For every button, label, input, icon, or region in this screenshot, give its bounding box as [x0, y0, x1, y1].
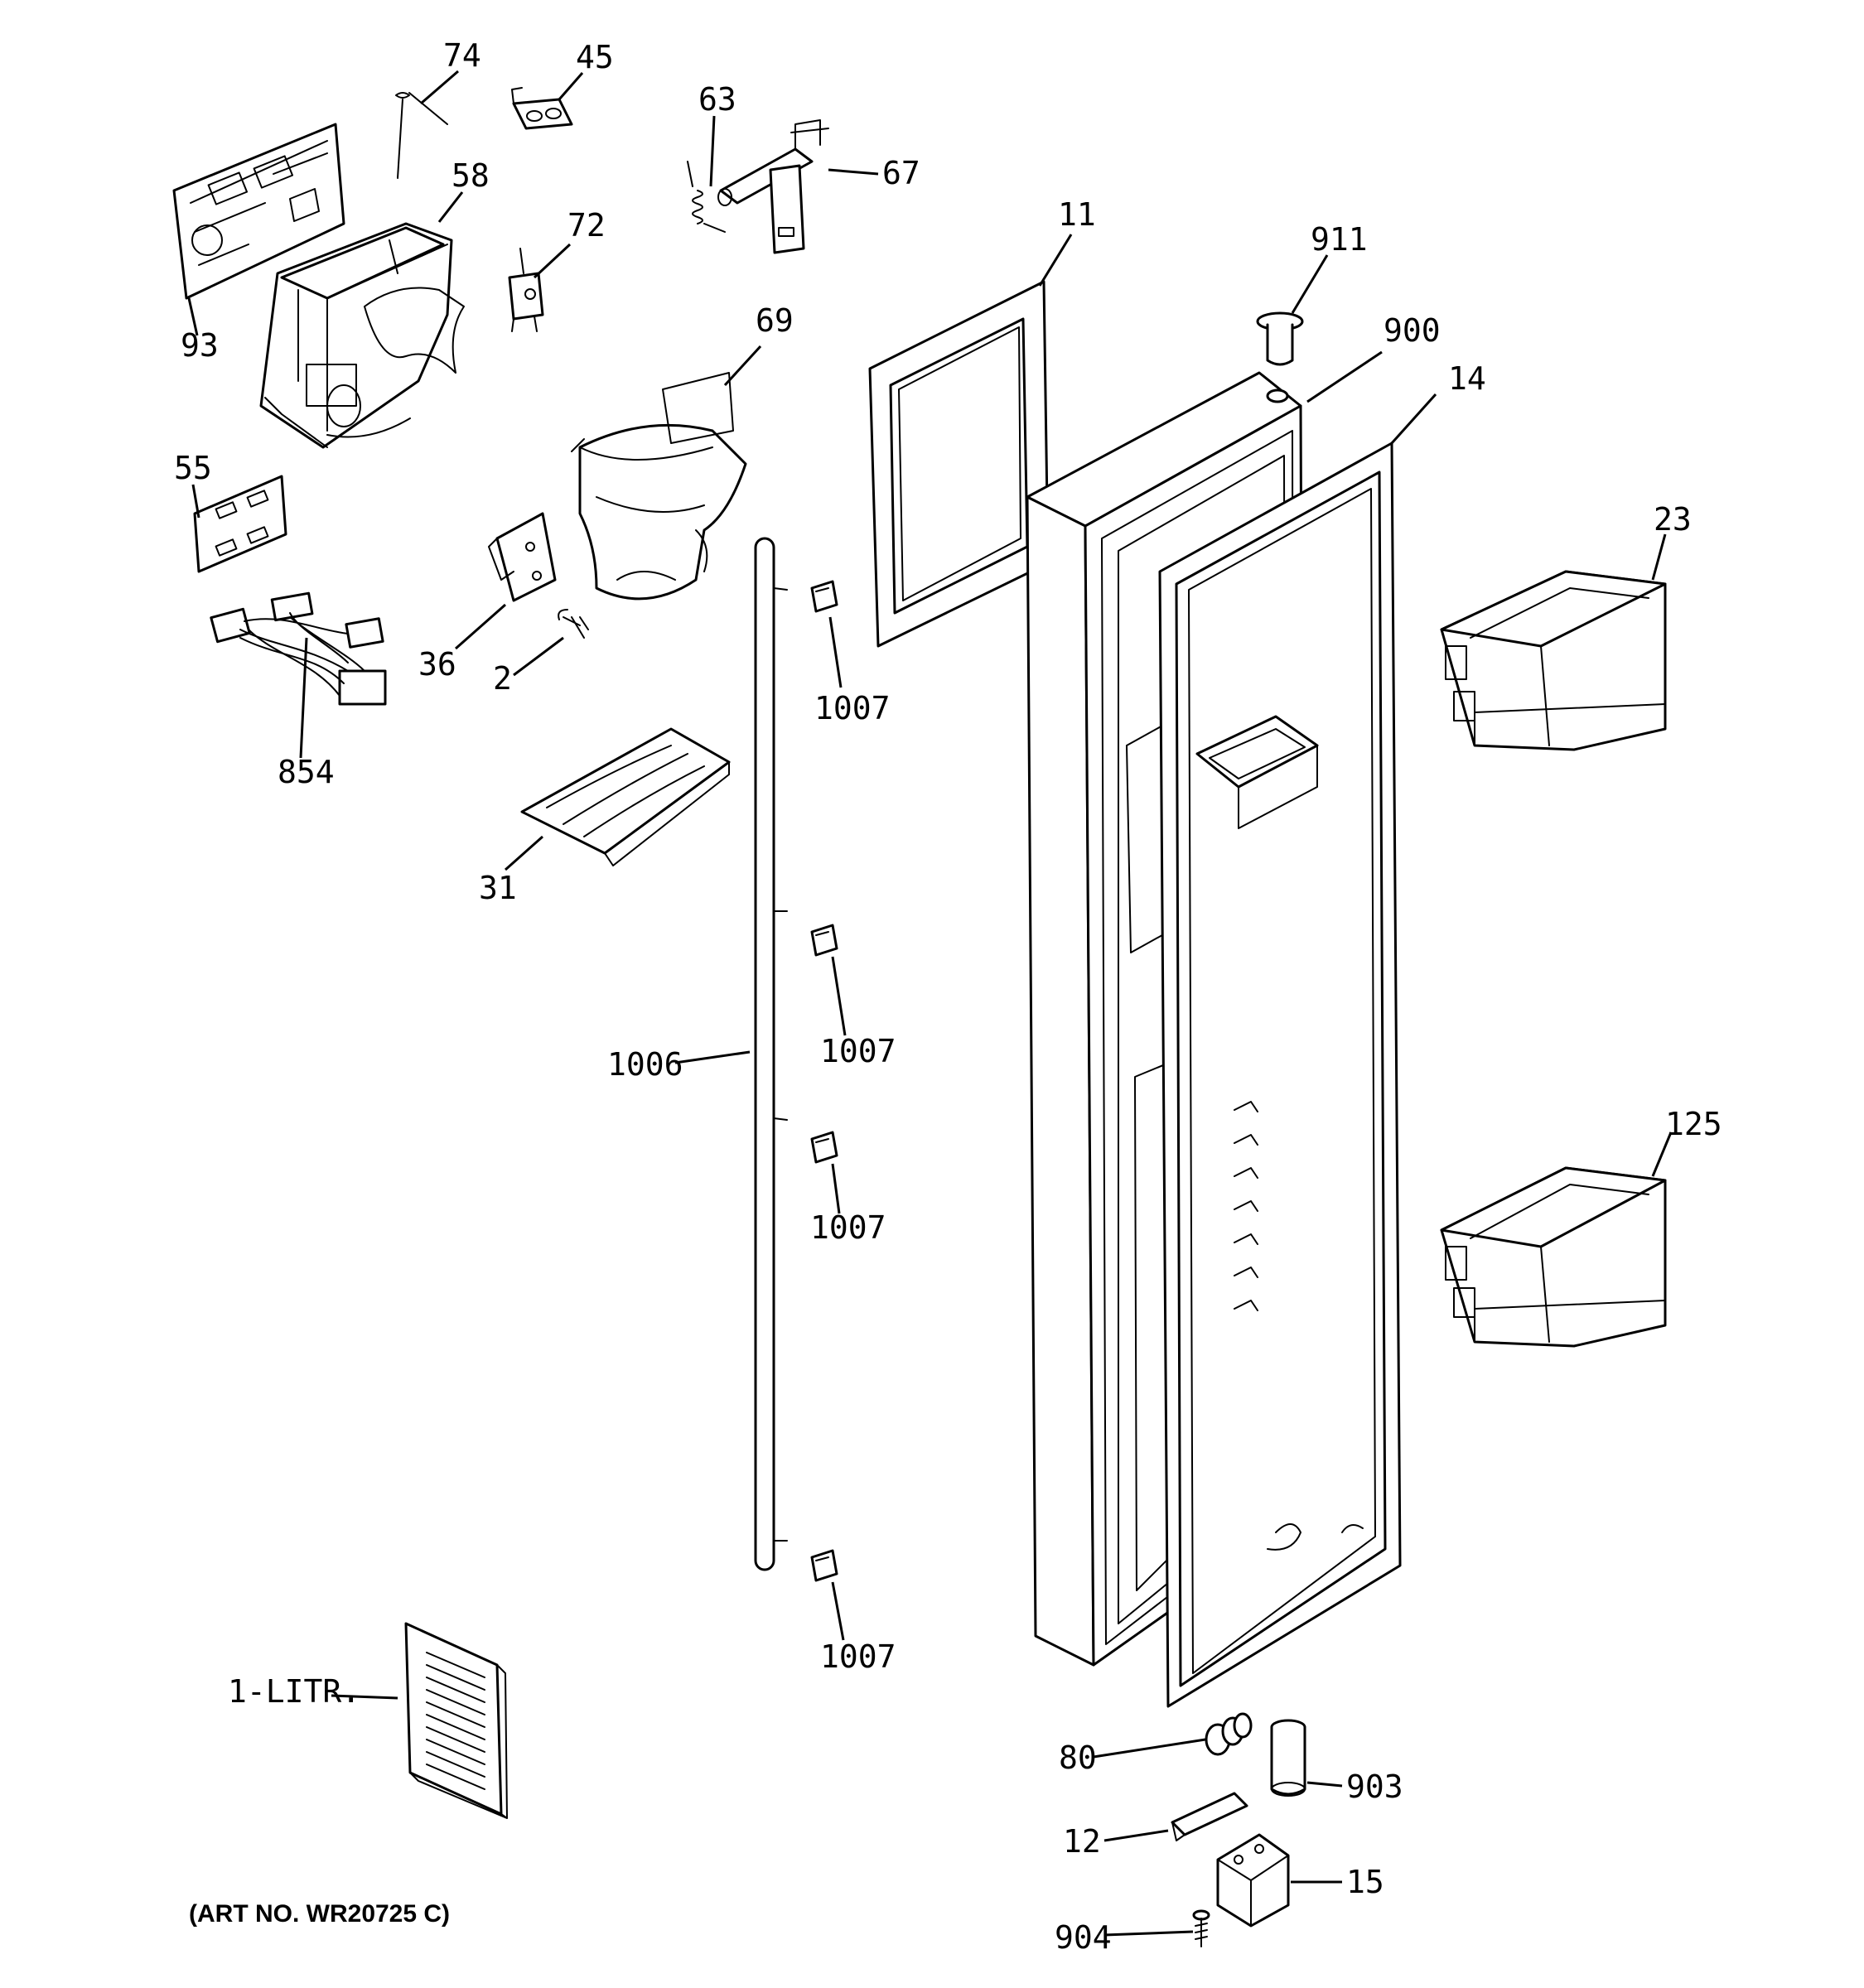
- label-67: 67: [882, 155, 920, 191]
- part-911-cap: [1256, 311, 1304, 366]
- part-67-actuator: [717, 119, 829, 254]
- part-74-spring: [395, 92, 448, 179]
- label-93: 93: [181, 327, 219, 364]
- part-31-drip-tray: [520, 727, 731, 866]
- part-12-shim: [1171, 1792, 1248, 1841]
- part-1-litr-literature: [404, 1622, 508, 1819]
- label-74: 74: [443, 37, 481, 74]
- label-14: 14: [1448, 360, 1486, 397]
- label-23: 23: [1654, 501, 1692, 538]
- part-903-pin: [1270, 1719, 1306, 1797]
- part-2-screw: [558, 609, 589, 639]
- label-80: 80: [1059, 1740, 1097, 1776]
- label-1007-c: 1007: [810, 1209, 886, 1246]
- part-80-bushing: [1205, 1712, 1253, 1756]
- label-1007-d: 1007: [820, 1638, 896, 1675]
- label-11: 11: [1058, 196, 1096, 233]
- part-72-switch: [508, 248, 544, 332]
- part-labels: 74 45 63 67 58 72 93 11 911 900 69 14 55…: [174, 37, 1722, 1956]
- part-15-hinge: [1216, 1833, 1290, 1928]
- label-1006: 1006: [607, 1046, 683, 1083]
- label-125: 125: [1665, 1106, 1722, 1142]
- label-2: 2: [493, 660, 512, 697]
- part-93-control-board: [172, 123, 345, 300]
- part-1007-clip-2: [810, 924, 838, 957]
- part-36-bracket: [488, 512, 557, 602]
- part-1007-clip-1: [810, 580, 838, 613]
- part-14-gasket: [1158, 442, 1402, 1708]
- label-45: 45: [576, 39, 614, 75]
- part-904-screw: [1192, 1909, 1210, 1947]
- leader-lines: [187, 70, 1673, 1937]
- label-31: 31: [479, 870, 517, 906]
- label-58: 58: [452, 157, 490, 194]
- label-1-litr: 1-LITR.: [228, 1673, 360, 1710]
- part-63-spring: [687, 161, 726, 233]
- part-58-dispenser-housing: [259, 222, 465, 449]
- label-12: 12: [1063, 1823, 1101, 1860]
- label-900: 900: [1384, 312, 1441, 349]
- art-number: (ART NO. WR20725 C): [189, 1900, 450, 1928]
- label-1007-a: 1007: [814, 690, 891, 726]
- part-1007-clip-3: [810, 1131, 838, 1164]
- part-45-bracket: [511, 87, 573, 130]
- part-69-ice-chute: [571, 372, 747, 601]
- label-55: 55: [174, 450, 212, 486]
- label-1007-b: 1007: [820, 1033, 896, 1069]
- label-72: 72: [567, 207, 606, 244]
- part-55-board: [193, 475, 287, 573]
- label-904: 904: [1055, 1919, 1112, 1956]
- part-11-dispenser-frame: [868, 280, 1050, 648]
- part-125-door-bin: [1440, 1166, 1667, 1348]
- part-23-door-bin: [1440, 570, 1667, 751]
- label-69: 69: [756, 302, 794, 339]
- part-1007-clip-4: [810, 1549, 838, 1582]
- label-63: 63: [698, 81, 736, 118]
- label-854: 854: [278, 754, 335, 790]
- part-854-wire-harness: [210, 591, 387, 706]
- label-911: 911: [1311, 221, 1368, 258]
- label-36: 36: [418, 646, 456, 683]
- label-15: 15: [1346, 1864, 1384, 1900]
- part-1006-handle-rod: [754, 537, 788, 1571]
- label-903: 903: [1346, 1768, 1403, 1805]
